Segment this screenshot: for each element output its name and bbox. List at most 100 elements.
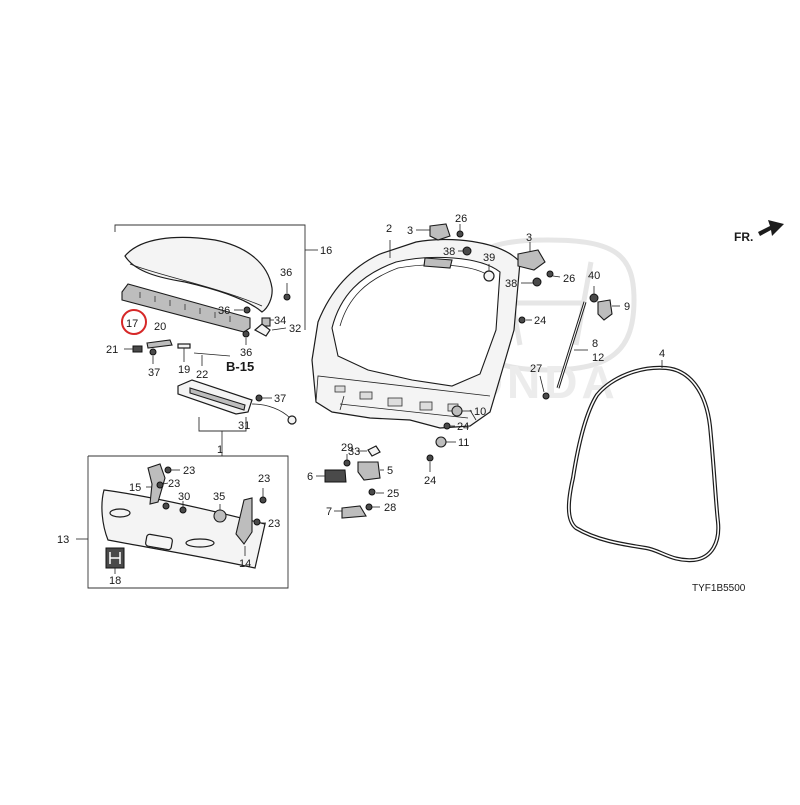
part-label-25: 25 (387, 488, 399, 500)
part-label-6: 6 (307, 471, 313, 483)
nut-38-left (462, 246, 472, 256)
part-label-1: 1 (217, 444, 223, 456)
part-label-33: 33 (348, 446, 360, 458)
part-label-11: 11 (458, 437, 469, 449)
connector (287, 415, 297, 425)
part-label-14: 14 (239, 558, 251, 570)
part-label-9: 9 (624, 301, 630, 313)
spoiler-group-frame (114, 224, 306, 330)
bolt-25 (368, 488, 376, 496)
part-label-34: 34 (274, 315, 286, 327)
front-direction-arrow: FR. (734, 220, 784, 244)
tailgate-panel (311, 238, 521, 429)
tailgate-glass-opening (331, 256, 501, 387)
clip-23-c (162, 502, 170, 510)
seal-20 (146, 339, 173, 349)
garnish-bracket-14 (235, 497, 253, 545)
clip-21 (132, 345, 143, 353)
part-label-37b: 37 (274, 393, 286, 405)
garnish-bracket-15 (147, 463, 166, 505)
clip-23-e (253, 518, 261, 526)
front-direction-label: FR. (734, 230, 753, 244)
clip-23-a (164, 466, 172, 474)
strut-bracket-9 (597, 299, 613, 321)
stopper-24-bottom (426, 454, 434, 462)
clip-30 (179, 506, 187, 514)
bolt-26-right (546, 270, 554, 278)
clip-23-b (156, 481, 164, 489)
stopper-24-top (518, 316, 526, 324)
cap-35 (213, 509, 227, 523)
rear-spoiler (124, 236, 273, 313)
part-label-3a: 3 (407, 225, 413, 237)
striker-7 (341, 505, 367, 519)
bolt-36-middle (243, 306, 251, 314)
license-light-area (145, 533, 173, 551)
part-label-5: 5 (387, 465, 393, 477)
bolt-26-left (456, 230, 464, 238)
part-label-24a: 24 (534, 315, 546, 327)
part-label-7: 7 (326, 506, 332, 518)
part-label-29: 29 (341, 442, 353, 454)
part-number-labels: 1 2 3 3 4 5 6 7 8 9 10 11 12 13 14 15 16… (57, 213, 665, 587)
clip-34 (261, 317, 271, 327)
cap-39 (483, 270, 495, 282)
part-label-26b: 26 (563, 273, 575, 285)
clip-37-left (149, 348, 157, 356)
part-label-13: 13 (57, 534, 69, 546)
part-19 (177, 343, 191, 349)
bumper-10 (451, 405, 463, 417)
part-label-15: 15 (129, 482, 141, 494)
part-label-12: 12 (592, 352, 604, 364)
part-label-26a: 26 (455, 213, 467, 225)
part-label-23a: 23 (183, 465, 195, 477)
hinge-right (517, 249, 546, 271)
stopper-24-middle (443, 422, 451, 430)
part-label-32: 32 (289, 323, 301, 335)
part-label-23b: 23 (168, 478, 180, 490)
part-label-10: 10 (474, 406, 486, 418)
grommet-32 (253, 323, 271, 337)
part-label-23c: 23 (258, 473, 270, 485)
nut-40 (589, 293, 599, 303)
part-label-35: 35 (213, 491, 225, 503)
part-label-39: 39 (483, 252, 495, 264)
section-reference-callout: B-15 (226, 359, 254, 374)
latch-5 (357, 461, 381, 481)
part-label-37a: 37 (148, 367, 160, 379)
part-label-40: 40 (588, 270, 600, 282)
clip-37-right (255, 394, 263, 402)
hinge-left (429, 223, 451, 241)
diagram-code: TYF1B5500 (692, 583, 746, 594)
garnish-recess-right (185, 538, 215, 548)
bolt-28 (365, 503, 373, 511)
part-label-16: 16 (320, 245, 332, 257)
stop-light-bracket-line (198, 417, 247, 432)
garnish-recess-left (109, 508, 131, 518)
part-label-24c: 24 (424, 475, 436, 487)
part-label-38a: 38 (443, 246, 455, 258)
part-label-31: 31 (238, 420, 250, 432)
part-label-23d: 23 (268, 518, 280, 530)
highlight-circle-17 (121, 309, 147, 335)
part-label-27: 27 (530, 363, 542, 375)
switch-6 (324, 469, 347, 483)
nut-38-right (532, 277, 542, 287)
part-label-24b: 24 (457, 421, 469, 433)
part-label-22: 22 (196, 369, 208, 381)
part-label-19: 19 (178, 364, 190, 376)
part-label-38b: 38 (505, 278, 517, 290)
part-label-36c: 36 (240, 347, 252, 359)
part-label-20: 20 (154, 321, 166, 333)
part-label-17: 17 (126, 318, 138, 330)
part-label-28: 28 (384, 502, 396, 514)
part-label-8: 8 (592, 338, 598, 350)
tailgate-garnish (101, 489, 266, 569)
clip-23-d (259, 496, 267, 504)
garnish-group-frame (87, 455, 289, 589)
part-label-18: 18 (109, 575, 121, 587)
part-label-4: 4 (659, 348, 665, 360)
part-label-3b: 3 (526, 232, 532, 244)
